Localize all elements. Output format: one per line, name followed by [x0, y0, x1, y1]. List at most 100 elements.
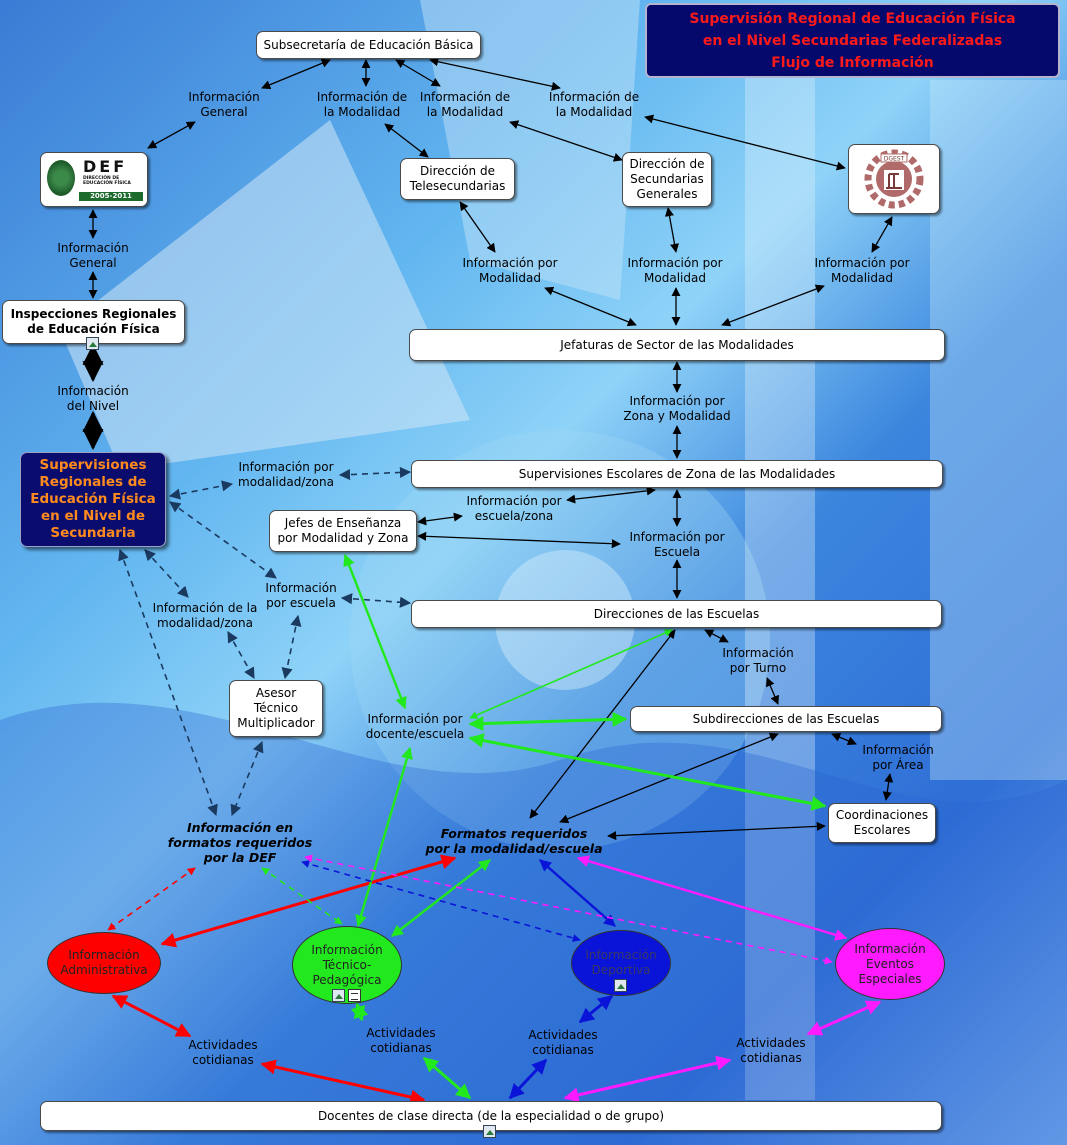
edge-infodocente-tecnico [355, 746, 413, 928]
label-actividades-2: Actividades cotidianas [366, 1026, 436, 1055]
def-logo-years: 2005-2011 [79, 192, 143, 201]
edge-infomod1-telesec [384, 123, 429, 158]
label-info-por-escuela: Información por escuela [265, 581, 337, 610]
edge-deportiva-act3 [578, 994, 614, 1024]
oval-info-deportiva[interactable]: Información Deportiva [571, 930, 671, 996]
label-info-escuela-zona: Información por escuela/zona [466, 494, 562, 523]
dgest-logo-box[interactable]: DGEST [848, 144, 940, 214]
node-coordinaciones[interactable]: Coordinaciones Escolares [828, 803, 936, 843]
label-info-general-top: Información General [188, 90, 260, 119]
node-secundarias-generales[interactable]: Dirección de Secundarias Generales [622, 152, 712, 207]
edge-infomod3-dgest [644, 114, 846, 171]
edge-infoporescuela-direcciones [340, 593, 412, 608]
edge-infoturno-subdirecciones [766, 677, 779, 705]
image-resource-icon[interactable] [332, 989, 345, 1002]
oval-info-tecnico-pedagogica[interactable]: Información Técnico- Pedagógica [292, 926, 402, 1004]
label-info-por-modalidad-3: Información por Modalidad [814, 256, 910, 285]
edge-eventos-act4 [806, 1000, 882, 1036]
edge-act3-docentes [508, 1058, 548, 1100]
image-resource-icon[interactable] [614, 979, 627, 992]
edge-coordinaciones-formatos [607, 821, 826, 841]
edge-formatosmod-deportiva [539, 859, 616, 927]
def-logo-seal [47, 160, 75, 196]
node-direcciones[interactable]: Direcciones de las Escuelas [411, 600, 942, 628]
document-resource-icon[interactable] [348, 989, 361, 1002]
label-info-modalidad-3: Información de la Modalidad [548, 90, 640, 119]
def-logo-box[interactable]: DEF DIRECCIÓN DE EDUCACIÓN FÍSICA 2005-2… [40, 152, 148, 207]
edge-infopormod3-jefaturas [721, 284, 825, 327]
def-logo-main: DEF [83, 157, 128, 176]
label-formatos-def: Información en formatos requeridos por l… [167, 820, 313, 865]
node-jefes-ensenanza[interactable]: Jefes de Enseñanza por Modalidad y Zona [269, 510, 417, 552]
oval-info-eventos-especiales[interactable]: Información Eventos Especiales [835, 928, 945, 1000]
label-info-general-2: Información General [57, 241, 129, 270]
edge-sub-infomod2 [395, 59, 441, 87]
image-resource-icon[interactable] [86, 337, 99, 350]
edge-infoarea-coordinaciones [882, 773, 894, 801]
label-actividades-3: Actividades cotidianas [528, 1028, 598, 1057]
background-glow [930, 80, 1067, 780]
edge-infoescuelazona-jefes [417, 512, 463, 526]
label-info-docente-escuela: Información por docente/escuela [365, 712, 465, 741]
dgest-symbol [886, 173, 902, 189]
edge-infodemodzona-asesor [227, 631, 255, 679]
image-resource-icon[interactable] [483, 1125, 496, 1138]
edge-formatosmod-eventos [576, 855, 848, 941]
edge-formatosdef-admin [107, 867, 196, 931]
edge-act4-docentes [563, 1055, 732, 1103]
node-jefaturas[interactable]: Jefaturas de Sector de las Modalidades [409, 329, 945, 361]
edge-tecnico-act2 [350, 1002, 369, 1022]
diagram-title: Supervisión Regional de Educación Física… [645, 3, 1060, 78]
edge-direcciones-infoturno [704, 629, 729, 643]
label-info-por-modalidad-1: Información por Modalidad [462, 256, 558, 285]
edge-supreg-infodemodzona [144, 549, 189, 598]
label-info-escuela: Información por Escuela [629, 530, 725, 559]
dgest-logo: DGEST [864, 149, 924, 209]
edge-subdirecciones-infoarea [831, 732, 857, 746]
edge-act2-docentes [422, 1056, 472, 1100]
label-formatos-modalidad: Formatos requeridos por la modalidad/esc… [425, 826, 603, 856]
node-telesecundarias[interactable]: Dirección de Telesecundarias [400, 158, 515, 200]
edge-secgen-infopormod2 [664, 207, 680, 253]
edge-infodocente-coordinaciones [468, 733, 827, 811]
node-subdirecciones[interactable]: Subdirecciones de las Escuelas [630, 706, 942, 732]
edge-supreg-formatosdef [118, 548, 218, 817]
oval-info-administrativa[interactable]: Información Administrativa [47, 932, 161, 994]
dgest-label-band [880, 153, 908, 163]
label-actividades-1: Actividades cotidianas [188, 1038, 258, 1067]
node-inspecciones[interactable]: Inspecciones Regionales de Educación Fís… [2, 300, 185, 344]
label-info-nivel: Información del Nivel [57, 384, 129, 413]
edge-infogeneral-def [147, 121, 196, 149]
node-supervisiones-escolares[interactable]: Supervisiones Escolares de Zona de las M… [411, 460, 943, 488]
label-info-area: Información por Área [862, 743, 934, 772]
edge-infoporescuela-asesor [281, 614, 302, 680]
edge-sub-infogeneral [261, 58, 331, 90]
label-info-turno: Información por Turno [722, 646, 794, 675]
node-supervisiones-regionales[interactable]: Supervisiones Regionales de Educación Fí… [20, 452, 166, 547]
edge-infomodzona-supesc [338, 466, 412, 481]
node-asesor[interactable]: Asesor Técnico Multiplicador [229, 680, 323, 737]
def-logo: DEF DIRECCIÓN DE EDUCACIÓN FÍSICA 2005-2… [45, 157, 143, 202]
edge-sub-infomod3 [429, 57, 561, 91]
edge-supreg-infoporescuela [169, 501, 277, 579]
edge-subdirecciones-infodocente [468, 711, 628, 732]
label-info-de-modalidad-zona: Información de la modalidad/zona [152, 601, 258, 630]
edge-direcciones-infodocente [469, 629, 673, 719]
edge-supesc-infoescuelazona [566, 486, 656, 504]
magenta-connectors [304, 854, 882, 1103]
edge-dgest-infopormod3 [871, 216, 893, 253]
edge-telesec-infopormod1 [459, 201, 496, 253]
edge-admin-act1 [111, 994, 192, 1038]
edge-subdirecciones-formatos [559, 732, 779, 824]
label-info-modalidad-zona: Información por modalidad/zona [238, 460, 334, 489]
node-subsecretaria[interactable]: Subsecretaría de Educación Básica [256, 31, 481, 59]
edge-jefes-infoescuela [417, 531, 621, 549]
label-info-modalidad-1: Información de la Modalidad [316, 90, 408, 119]
label-info-zona-modalidad: Información por Zona y Modalidad [623, 394, 731, 423]
edge-formatosdef-eventos [304, 854, 833, 965]
green-connectors [261, 553, 827, 1100]
def-logo-subtitle: DIRECCIÓN DE EDUCACIÓN FÍSICA [83, 176, 131, 186]
background-shape-pyramid [60, 120, 470, 470]
label-info-por-modalidad-2: Información por Modalidad [627, 256, 723, 285]
